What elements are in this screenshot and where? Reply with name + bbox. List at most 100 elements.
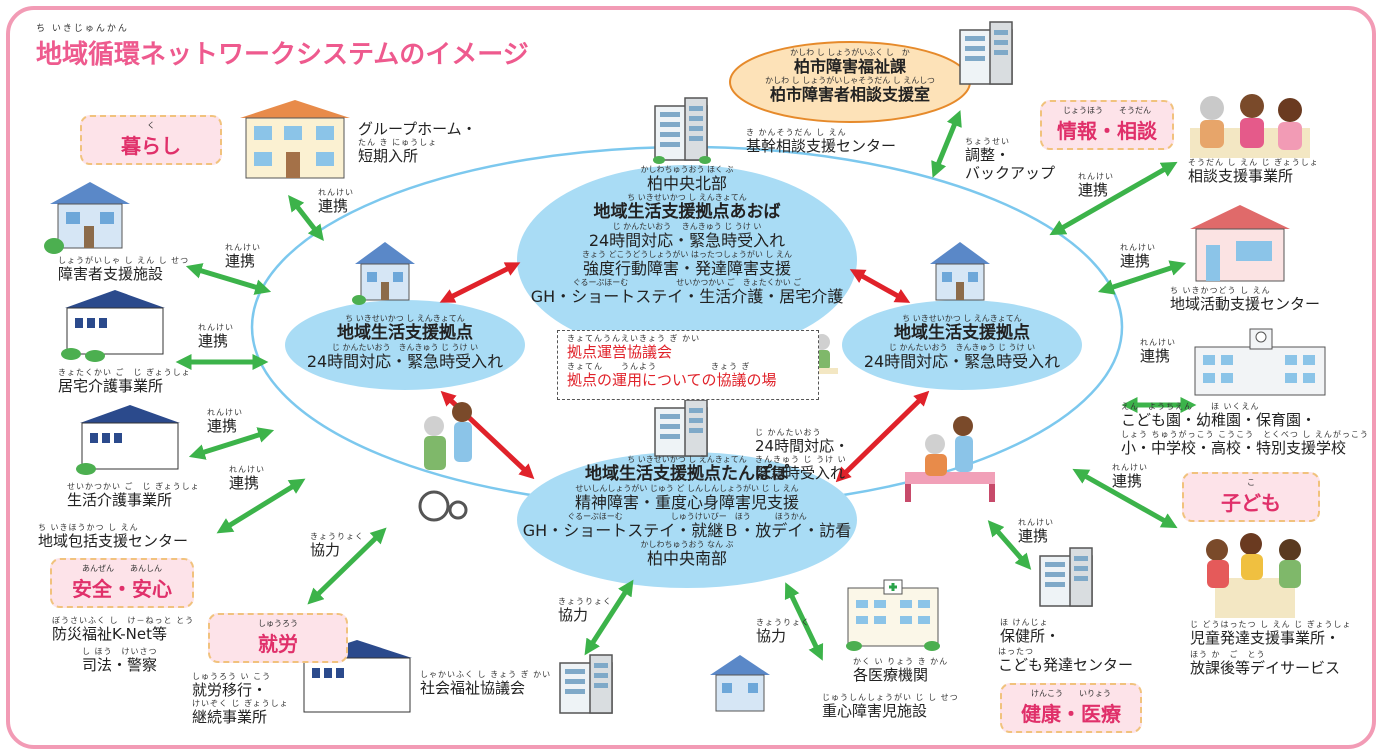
hub-tanpopo-area: 柏中央南部	[646, 549, 727, 568]
katsudo-text: 地域活動支援センター	[1170, 295, 1321, 313]
office-building-icon	[654, 399, 708, 457]
ruby: けいぞく じ ぎょうしょ	[192, 699, 289, 708]
ruby: たん き にゅうしょ	[358, 138, 438, 147]
hospital-icon	[846, 579, 940, 651]
category-ruby: じょうほう そうだん	[1063, 106, 1151, 115]
ruby: かしわちゅうおう ほく ぶ	[640, 165, 734, 174]
green-arrow-sodan	[1049, 161, 1178, 236]
ruby: しょうがいしゃ し えん し せつ	[58, 256, 190, 265]
renkei-label: れんけい連携	[198, 323, 234, 350]
category-kurashi: く 暮らし	[80, 115, 222, 165]
council-text1: 拠点運営協議会	[567, 343, 673, 361]
council-line2: きょてん うんよう きょう ぎ 拠点の運用についての協議の場	[567, 362, 777, 389]
gakko-label: しょう ちゅうがっこう こうこう とくべつ し えんがっこう小・中学校・高校・特…	[1121, 430, 1369, 457]
hattatsu-label: はったつこども発達センター	[998, 647, 1133, 674]
ruby: ぐるーぷほーむ せいかつかい ご きょたくかい ご	[572, 278, 802, 287]
green-arrow-shisetsu	[185, 263, 272, 295]
renkei-text: 連携	[1078, 181, 1109, 199]
ruby: そうだん し えん じ ぎょうしょ	[1188, 158, 1319, 167]
renkei-label: れんけい連携	[229, 465, 265, 492]
renkei-text: 連携	[1140, 347, 1171, 365]
city-office-line1: 柏市障害福祉課	[793, 57, 906, 76]
ruby: せいかつかい ご じ ぎょうしょ	[67, 482, 200, 491]
renkei-text: 連携	[229, 474, 260, 492]
hoken-label: ほ けんじょ保健所・	[1000, 618, 1060, 645]
ruby: れんけい	[1078, 172, 1114, 181]
office-building-icon	[959, 21, 1013, 85]
renkei-text: 連携	[1112, 472, 1143, 490]
category-anzen: あんぜん あんしん 安全・安心	[50, 558, 194, 608]
category-kodomo: こ 子ども	[1182, 472, 1320, 522]
ruby: きょうりょく	[756, 618, 810, 627]
ruby: じ どうはったつ し えん じ ぎょうしょ	[1190, 620, 1352, 629]
hub-left-line1: 24時間対応・緊急時受入れ	[306, 352, 504, 371]
category-label: 健康・医療	[1021, 702, 1121, 726]
category-ruby: けんこう いりょう	[1031, 689, 1111, 698]
category-label: 暮らし	[121, 134, 181, 158]
hub-aoba-bg	[517, 165, 857, 355]
category-ruby: あんぜん あんしん	[82, 564, 162, 573]
white-house-icon	[61, 290, 165, 362]
wheelchair-icon	[418, 402, 472, 522]
red-arrow-left-aoba	[439, 262, 521, 303]
hokago-text: 放課後等デイサービス	[1190, 659, 1341, 677]
category-label: 子ども	[1221, 491, 1281, 515]
green-arrow-gh	[288, 194, 324, 242]
center-24h-line2: 緊急時受入れ	[755, 464, 846, 482]
ruby: きょてんうんえいきょう ぎ かい	[567, 334, 701, 343]
iryo-label: かく い りょう き かん各医療機関	[853, 657, 948, 684]
center-24h-line1: 24時間対応・	[755, 437, 850, 455]
shisetsu-text: 障害者支援施設	[58, 265, 164, 283]
group-home-label: グループホーム・ たん き にゅうしょ 短期入所	[358, 120, 477, 165]
green-arrow-kodomo	[1072, 468, 1178, 529]
hoken-text: 保健所・	[1000, 627, 1061, 645]
renkei-text: 連携	[225, 252, 256, 270]
ruby: ち いきせいかつ し えんきょてん	[345, 314, 465, 323]
ruby: きょうりょく	[310, 532, 364, 541]
kyoryoku-label: きょうりょく協力	[310, 532, 364, 559]
kyoryoku-label: きょうりょく協力	[756, 618, 810, 645]
ruby: き かんそうだん し えん	[746, 128, 847, 137]
ruby: れんけい	[318, 188, 354, 197]
ruby: ぐるーぷほーむ しゅうけいびー ほう ほうかん	[567, 512, 807, 521]
shuro-line1: 就労移行・	[192, 681, 268, 699]
shisetsu-label: しょうがいしゃ し えん し せつ障害者支援施設	[58, 256, 189, 283]
ruby: ちょうせい	[965, 137, 1010, 146]
renkei-label: れんけい連携	[1120, 243, 1156, 270]
ruby: かく い りょう き かん	[853, 657, 949, 666]
adjust-label: ちょうせい 調整・ バックアップ	[965, 137, 1055, 182]
renkei-text: 連携	[1120, 252, 1151, 270]
bed-care-icon	[905, 416, 995, 502]
green-arrow-shakyo	[584, 579, 634, 656]
blue-house-icon	[930, 242, 990, 301]
ruby: じ かんたいおう きんきゅう じ うけ い	[331, 343, 479, 352]
hub-aoba-line1: 24時間対応・緊急時受入れ	[588, 231, 786, 250]
red-arrow-aoba-right	[849, 269, 911, 303]
ruby: れんけい	[1018, 518, 1054, 527]
ruby: れんけい	[1140, 338, 1176, 347]
seikatsu-text: 生活介護事業所	[67, 491, 173, 509]
ruby: しょう ちゅうがっこう こうこう とくべつ し えんがっこう	[1121, 430, 1369, 439]
category-joho: じょうほう そうだん 情報・相談	[1040, 100, 1174, 150]
hattatsu-text: こども発達センター	[998, 656, 1134, 674]
adjust-line2: バックアップ	[965, 164, 1056, 182]
hub-tanpopo-line2: GH・ショートステイ・就継Ｂ・放デイ・訪看	[522, 521, 852, 540]
houkatsu-label: ち いきほうかつ し えん地域包括支援センター	[38, 523, 188, 550]
council-box	[557, 330, 819, 400]
ruby: ち いきせいかつ し えんきょてん	[627, 455, 747, 464]
group-home-icon	[240, 100, 350, 179]
kyotaku-text: 居宅介護事業所	[58, 377, 164, 395]
ruby: きょたくかい ご じ ぎょうしょ	[58, 368, 191, 377]
green-arrow-houkatsu	[216, 478, 306, 534]
hub-left-bg	[285, 300, 525, 390]
ruby: ち いきほうかつ し えん	[38, 523, 139, 532]
ruby: れんけい	[225, 243, 261, 252]
shakyo-label: しゃかいふく し きょう ぎ かい社会福祉協議会	[420, 670, 551, 697]
ruby: しゃかいふく し きょう ぎ かい	[420, 670, 552, 679]
renkei-label: れんけい連携	[225, 243, 261, 270]
office-building-icon	[653, 97, 711, 164]
city-office-text: かしわ し しょうがいふく し か 柏市障害福祉課 かしわ し しょうがいしゃそ…	[750, 48, 950, 104]
category-ruby: こ	[1247, 478, 1255, 487]
ruby: はったつ	[998, 647, 1034, 656]
consultation-people-icon	[1190, 94, 1310, 158]
